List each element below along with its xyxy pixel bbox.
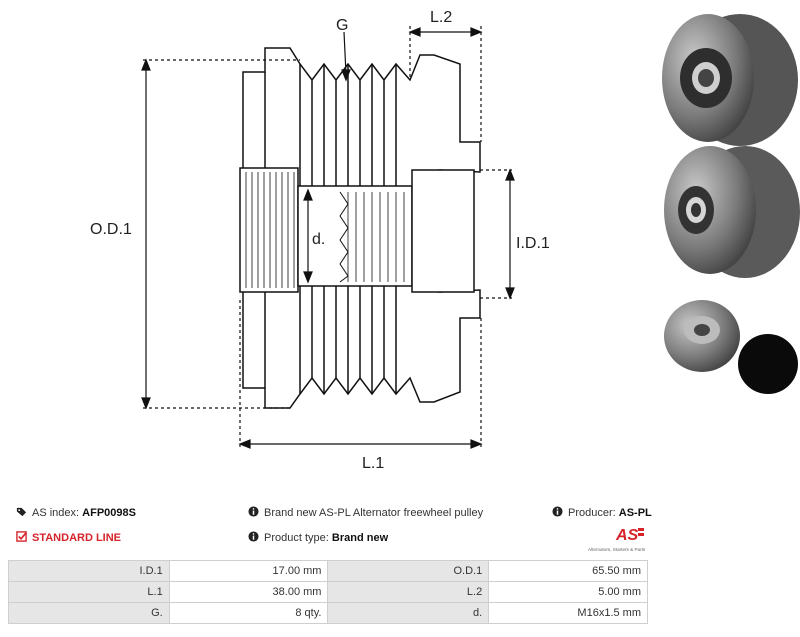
producer: Producer: AS-PL [552,506,652,519]
as-index: AS index: AFP0098S [16,506,136,519]
technical-drawing: G L.2 O.D.1 d. I.D.1 L.1 [90,9,800,472]
label-g: G [336,17,348,34]
standard-line: STANDARD LINE [16,531,121,544]
logo-text: AS [615,527,639,544]
spec-value: 5.00 mm [488,581,648,603]
description: Brand new AS-PL Alternator freewheel pul… [248,506,483,519]
check-square-icon [16,531,27,542]
table-row: I.D.1 17.00 mm O.D.1 65.50 mm [8,560,648,582]
info-icon [552,506,563,517]
producer-value: AS-PL [618,507,652,519]
spec-value: 38.00 mm [168,581,329,603]
tag-icon [16,507,27,517]
spec-label: d. [327,602,490,624]
product-photo-2 [664,146,800,278]
label-od1: O.D.1 [90,221,132,238]
spec-value: 65.50 mm [488,560,648,582]
product-type-value: Brand new [331,532,389,544]
info-icon [248,506,259,517]
spec-label: I.D.1 [8,560,170,582]
label-id1: I.D.1 [516,235,550,252]
spec-label: L.1 [8,581,170,603]
specs-table: I.D.1 17.00 mm O.D.1 65.50 mm L.1 38.00 … [8,560,648,624]
producer-label: Producer: [568,507,616,519]
logo-tagline: Alternators, Starters & Parts [588,547,646,552]
spec-value: 8 qty. [168,602,329,624]
label-d: d. [312,231,325,248]
product-photo-1 [662,14,798,146]
as-index-label: AS index: [32,507,80,519]
as-index-value: AFP0098S [82,507,136,519]
spec-label: O.D.1 [327,560,490,582]
label-l1: L.1 [362,455,384,472]
spec-value: 17.00 mm [168,560,329,582]
standard-line-label: STANDARD LINE [32,532,122,544]
info-icon [248,531,259,542]
spec-label: L.2 [327,581,490,603]
table-row: L.1 38.00 mm L.2 5.00 mm [8,581,648,603]
product-type: Product type: Brand new [248,531,388,544]
as-pl-logo: AS Alternators, Starters & Parts [588,527,646,552]
product-photo-3 [664,300,798,394]
table-row: G. 8 qty. d. M16x1.5 mm [8,602,648,624]
spec-label: G. [8,602,170,624]
label-l2: L.2 [430,9,452,26]
spec-value: M16x1.5 mm [488,602,648,624]
description-text: Brand new AS-PL Alternator freewheel pul… [264,507,484,519]
product-type-label: Product type: [264,532,329,544]
